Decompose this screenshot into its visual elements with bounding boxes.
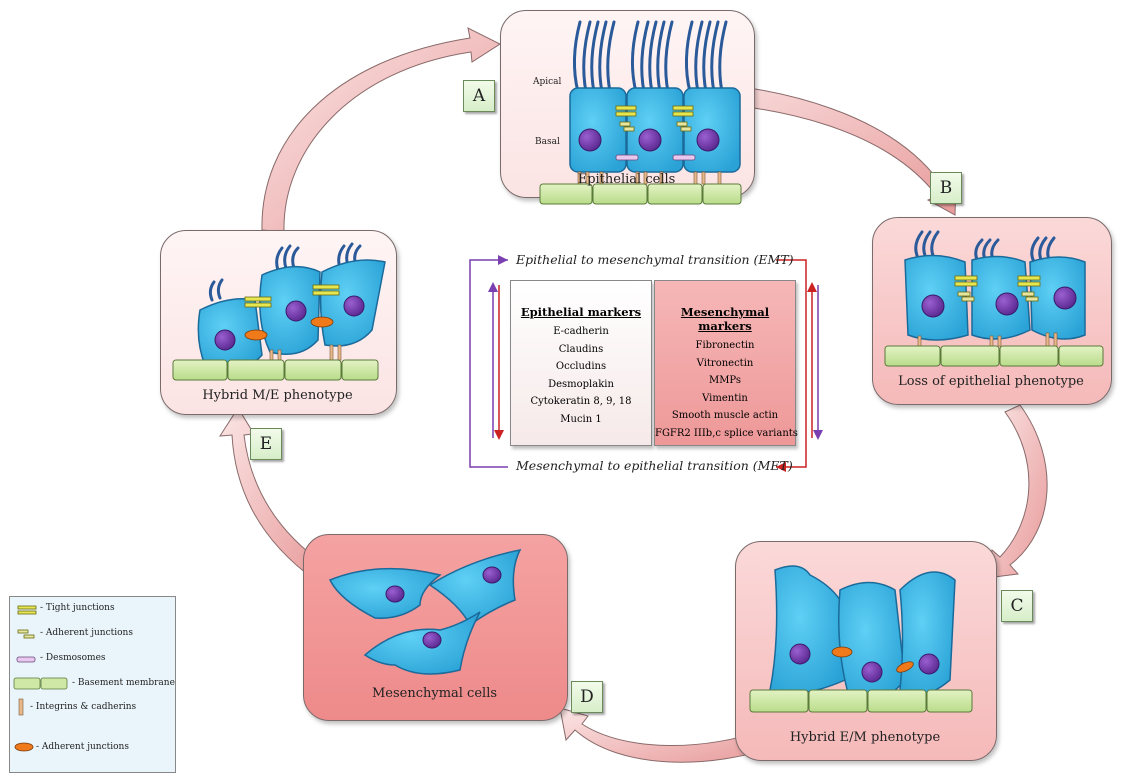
adherent-junction <box>957 291 1039 302</box>
marker-item: MMPs <box>708 375 742 386</box>
tight-junction <box>615 105 694 117</box>
basement-membrane-icon <box>13 677 68 690</box>
mesenchymal-like-cell <box>769 565 956 704</box>
step-letter-b: B <box>930 172 962 204</box>
marker-item: Mucin 1 <box>560 413 602 425</box>
nucleus <box>385 566 502 649</box>
desmosome-icon <box>16 656 36 663</box>
marker-item: Smooth muscle actin <box>671 410 779 421</box>
tight-junction <box>954 275 1041 287</box>
mesenchymal-markers-box: Mesenchymal markers Fibronectin Vitronec… <box>654 280 798 446</box>
step-letter-c: C <box>1001 590 1033 622</box>
legend-item-integrins-cadherins: - Integrins & cadherins <box>30 702 137 712</box>
legend-item-adherent-junctions-oval: - Adherent junctions <box>36 742 129 752</box>
adherent-junction <box>619 121 692 132</box>
basement-membrane <box>884 345 1104 367</box>
marker-item: Fibronectin <box>695 340 755 351</box>
marker-item: Occludins <box>555 361 607 372</box>
panel-c-label: Hybrid E/M phenotype <box>789 730 941 745</box>
marker-item: E-cadherin <box>553 326 609 337</box>
mesenchymal-markers-title: Mesenchymal markers <box>680 305 770 333</box>
adherent-junction-icon <box>17 629 35 639</box>
basement-membrane <box>539 183 742 205</box>
adherent-junction-oval-icon <box>14 742 34 752</box>
panel-a-label: Epithelial cells <box>577 172 676 187</box>
legend-item-tight-junctions: - Tight junctions <box>40 603 115 613</box>
legend-icons <box>13 605 68 752</box>
tight-junction <box>244 284 340 308</box>
nucleus <box>789 643 940 683</box>
panel-b-label: Loss of epithelial phenotype <box>898 374 1084 389</box>
panel-b-cells <box>884 230 1104 367</box>
panel-e-label: Hybrid M/E phenotype <box>202 388 353 403</box>
met-arrowhead-right <box>776 462 786 472</box>
panel-c-cells <box>749 565 973 713</box>
epithelial-markers-box: Epithelial markers E-cadherin Claudins O… <box>510 280 652 446</box>
panel-d-cells <box>328 548 522 675</box>
marker-item: Vimentin <box>702 392 748 404</box>
basal-label: Basal <box>535 137 560 147</box>
apical-cilia <box>572 20 728 94</box>
panel-d-label: Mesenchymal cells <box>371 686 498 701</box>
apical-label: Apical <box>533 77 562 87</box>
desmosome <box>615 154 696 161</box>
basement-membrane <box>172 359 379 381</box>
marker-item: Vitronectin <box>696 357 754 369</box>
emt-bracket-left <box>469 259 508 468</box>
adherent-junction-oval <box>244 316 334 341</box>
emt-met-brackets <box>469 255 823 472</box>
panel-e-cells <box>172 242 386 381</box>
integrins <box>917 332 1058 347</box>
epithelial-markers-title: Epithelial markers <box>520 305 642 319</box>
met-title: Mesenchymal to epithelial transition (ME… <box>516 458 793 473</box>
nucleus <box>921 286 1077 318</box>
marker-item: Desmoplakin <box>548 378 614 390</box>
emt-title: Epithelial to mesenchymal transition (EM… <box>516 252 794 267</box>
adherent-junction-oval <box>831 646 914 673</box>
nucleus <box>578 128 720 152</box>
emt-arrowhead-left <box>498 255 508 265</box>
emt-bracket-right <box>776 259 807 468</box>
tight-junction-icon <box>17 605 37 615</box>
panel-mesenchymal-cells <box>303 534 568 721</box>
marker-item: Claudins <box>558 343 604 355</box>
legend-item-basement-membrane: - Basement membrane <box>72 678 175 688</box>
marker-item: FGFR2 IIIb,c splice variants <box>655 427 798 439</box>
step-letter-d: D <box>571 681 603 713</box>
basement-membrane <box>749 689 973 713</box>
panel-a-cells <box>539 20 742 205</box>
legend-item-desmosomes: - Desmosomes <box>40 653 106 663</box>
step-letter-e: E <box>250 428 282 460</box>
step-letter-a: A <box>463 80 495 112</box>
integrin-icon <box>18 698 24 716</box>
nucleus <box>214 295 365 351</box>
legend-item-adherent-junctions: - Adherent junctions <box>40 628 133 638</box>
marker-item: Cytokeratin 8, 9, 18 <box>530 396 632 407</box>
